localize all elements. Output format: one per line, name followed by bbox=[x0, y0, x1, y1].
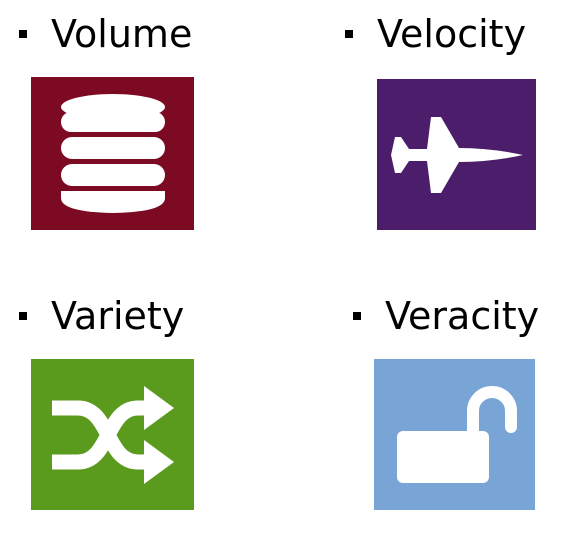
velocity-title: Velocity bbox=[345, 10, 526, 58]
bullet-icon bbox=[19, 312, 27, 320]
veracity-tile bbox=[374, 359, 535, 510]
shuffle-icon bbox=[51, 385, 174, 484]
velocity-tile bbox=[377, 79, 536, 230]
volume-title: Volume bbox=[19, 10, 192, 58]
volume-label: Volume bbox=[51, 12, 193, 56]
veracity-title: Veracity bbox=[353, 292, 539, 340]
jet-icon bbox=[390, 116, 523, 193]
velocity-label: Velocity bbox=[377, 12, 527, 56]
variety-tile bbox=[31, 359, 194, 510]
veracity-label: Veracity bbox=[385, 294, 540, 338]
bullet-icon bbox=[353, 312, 361, 320]
database-icon bbox=[60, 93, 165, 213]
bullet-icon bbox=[19, 30, 27, 38]
unlock-icon bbox=[396, 385, 517, 483]
bullet-icon bbox=[345, 30, 353, 38]
variety-title: Variety bbox=[19, 292, 184, 340]
volume-tile bbox=[31, 77, 194, 230]
variety-label: Variety bbox=[51, 294, 185, 338]
